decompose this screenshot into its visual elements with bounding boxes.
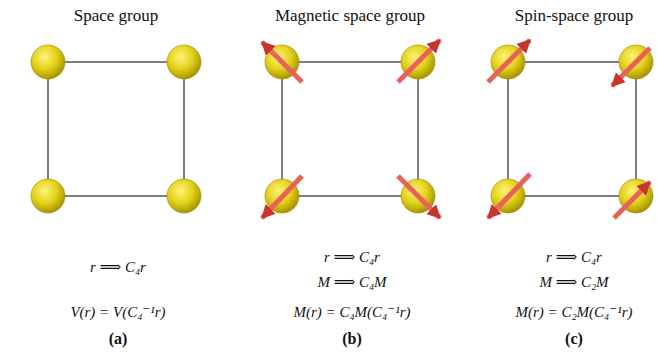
panel-tag: (a) bbox=[109, 330, 128, 348]
panel-tag: (c) bbox=[565, 330, 583, 348]
atom-sphere bbox=[31, 45, 65, 79]
equation: r ⟹ C₄r bbox=[90, 259, 146, 276]
spin-arrow bbox=[262, 176, 302, 218]
unit-cell bbox=[48, 62, 636, 196]
cell-square bbox=[282, 62, 418, 196]
atom-sphere bbox=[167, 45, 201, 79]
panel-tag: (b) bbox=[342, 330, 362, 348]
atoms bbox=[31, 45, 653, 213]
panel-heading: Magnetic space group bbox=[275, 6, 425, 26]
spin-arrow bbox=[614, 182, 650, 218]
cell-square bbox=[48, 62, 184, 196]
spin-arrow bbox=[488, 40, 530, 82]
equation: V(r) = V(C₄⁻¹r) bbox=[70, 304, 165, 321]
spin-arrow bbox=[398, 40, 440, 82]
atom-sphere bbox=[167, 179, 201, 213]
equation: M ⟹ C₄M bbox=[317, 274, 386, 291]
equation: r ⟹ C₄r bbox=[546, 249, 602, 266]
panel-heading: Spin-space group bbox=[515, 6, 634, 26]
spin-arrows bbox=[262, 40, 650, 218]
spin-arrow bbox=[262, 42, 302, 82]
equation: r ⟹ C₄r bbox=[324, 249, 380, 266]
equation: M(r) = C₂M(C₄⁻¹r) bbox=[515, 304, 632, 321]
spin-arrow bbox=[398, 176, 440, 218]
atom-sphere bbox=[31, 179, 65, 213]
spin-arrow bbox=[612, 48, 650, 86]
equation: M ⟹ C₂M bbox=[539, 274, 608, 291]
panel-heading: Space group bbox=[74, 6, 159, 26]
equation: M(r) = C₄M(C₄⁻¹r) bbox=[293, 304, 410, 321]
spin-arrow bbox=[488, 174, 530, 218]
